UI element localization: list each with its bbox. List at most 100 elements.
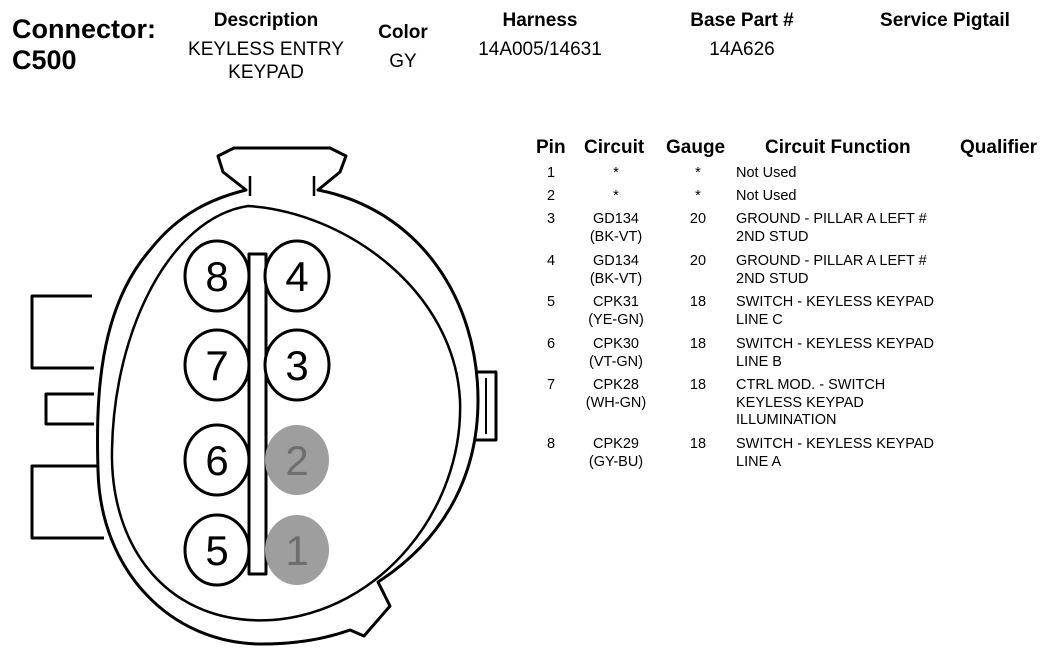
cell-function-line: GROUND - PILLAR A LEFT # [736,211,927,227]
cell-gauge: * [695,188,701,204]
pin-label: 7 [205,342,228,389]
cell-pin: 1 [546,165,556,181]
cell-circuit-line: (BK-VT) [589,228,643,245]
cell-function-line: ILLUMINATION [736,412,837,428]
cell-circuit-line: (VT-GN) [589,353,643,370]
header-circuit-function: Circuit Function [765,137,911,158]
harness-label: Harness [502,10,578,31]
description-line-2: KEYPAD [228,62,304,83]
cell-gauge: 18 [689,294,707,310]
pin-cavity [265,515,329,585]
pin-2: 2 [265,425,329,495]
cell-function-line: Not Used [736,188,797,204]
harness-column: Harness 14A005/14631 [462,10,618,61]
color-label: Color [378,22,428,43]
cell-circuit-line: * [613,165,619,181]
service-pigtail-label: Service Pigtail [880,10,1010,31]
cell-pin: 3 [546,211,556,227]
header-pin: Pin [536,137,566,158]
cell-circuit-line: GD134 [593,211,639,227]
cell-function-line: SWITCH - KEYLESS KEYPAD [736,436,934,452]
connector-id: C500 [12,45,77,75]
cell-function-line: 2ND STUD [736,228,809,245]
cell-gauge: * [695,165,701,181]
pin-cavity [265,425,329,495]
cell-circuit-line: CPK30 [593,336,639,352]
service-pigtail-column: Service Pigtail [860,10,1030,38]
cell-gauge: 18 [689,336,707,352]
cell-gauge: 20 [689,211,707,227]
cell-circuit-line: GD134 [593,253,639,269]
cell-function: GROUND - PILLAR A LEFT #2ND STUD [736,253,976,288]
pin-label: 1 [285,527,308,574]
cell-function-line: 2ND STUD [736,270,809,287]
pin-label: 8 [205,253,228,300]
latch-notch [248,176,316,196]
description-value: KEYLESS ENTRY KEYPAD [168,38,364,84]
cell-circuit: GD134(BK-VT) [580,253,652,288]
header-gauge: Gauge [666,137,726,158]
cell-function-line: LINE A [736,453,782,470]
cell-function: Not Used [736,165,976,183]
harness-value: 14A005/14631 [478,39,602,60]
connector-label: Connector: [12,14,156,44]
description-label: Description [213,10,319,31]
cell-circuit: CPK29(GY-BU) [580,436,652,471]
description-column: Description KEYLESS ENTRY KEYPAD [168,10,364,84]
side-tab-upper [30,294,94,370]
side-tab-right [476,370,498,442]
center-rib [247,252,268,576]
cell-circuit: * [580,165,652,183]
cell-pin: 7 [546,377,556,393]
pin-3: 3 [263,328,331,402]
cell-gauge: 18 [689,377,707,393]
pin-cavity [183,423,251,497]
cell-function-line: LINE C [736,311,783,328]
cell-function-line: Not Used [736,165,797,181]
cell-function-line: SWITCH - KEYLESS KEYPAD [736,294,934,310]
cell-pin: 8 [546,436,556,452]
cell-gauge: 18 [689,436,707,452]
cell-circuit-line: (WH-GN) [585,394,647,411]
pin-4: 4 [263,239,331,313]
pin-8: 8 [183,239,251,313]
cell-pin: 2 [546,188,556,204]
pin-label: 3 [285,342,308,389]
cell-function-line: KEYLESS KEYPAD [736,394,864,411]
connector-shell-outer [96,146,480,646]
base-part-label: Base Part # [690,10,794,31]
header-qualifier: Qualifier [960,137,1038,158]
cell-circuit: * [580,188,652,206]
pin-label: 4 [285,253,308,300]
description-line-1: KEYLESS ENTRY [188,39,344,60]
cell-function-line: SWITCH - KEYLESS KEYPAD [736,336,934,352]
cell-circuit-line: CPK28 [593,377,639,393]
pin-6: 6 [183,423,251,497]
cell-circuit-line: (BK-VT) [589,270,643,287]
cell-circuit: GD134(BK-VT) [580,211,652,246]
cell-circuit-line: (YE-GN) [588,311,644,328]
cell-circuit-line: * [613,188,619,204]
pin-cavity [263,239,331,313]
base-part-value: 14A626 [709,39,775,60]
pin-cavity [183,239,251,313]
cell-circuit-line: CPK31 [593,294,639,310]
cell-pin: 5 [546,294,556,310]
color-column: Color GY [366,22,440,73]
pin-cavity [263,328,331,402]
pin-cavity [183,513,251,587]
pin-label: 6 [205,437,228,484]
color-value: GY [389,51,417,72]
cell-pin: 6 [546,336,556,352]
cell-circuit: CPK31(YE-GN) [580,294,652,329]
cell-function: GROUND - PILLAR A LEFT #2ND STUD [736,211,976,246]
pin-5: 5 [183,513,251,587]
pin-cavity [183,328,251,402]
cell-circuit: CPK28(WH-GN) [580,377,652,412]
cell-circuit-line: (GY-BU) [588,453,644,470]
cell-function-line: GROUND - PILLAR A LEFT # [736,253,927,269]
